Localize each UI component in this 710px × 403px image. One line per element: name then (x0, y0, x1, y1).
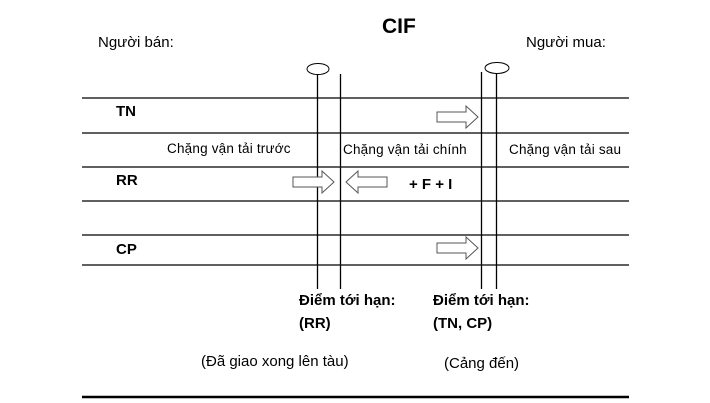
row-label-cp: CP (116, 241, 137, 258)
critical-point-seller-title: Điểm tới hạn: (299, 292, 396, 309)
buyer-label: Người mua: (526, 34, 606, 51)
critical-point-buyer-items: (TN, CP) (433, 315, 493, 332)
arrow-right-cp (436, 235, 479, 261)
seller-label: Người bán: (98, 34, 174, 51)
segment-pre-carriage: Chặng vận tải trước (167, 141, 291, 156)
arrow-left-rr (345, 169, 388, 195)
arrow-right-tn (436, 104, 479, 130)
critical-point-buyer-note: (Cảng đến) (444, 355, 520, 372)
critical-point-marker (484, 62, 510, 74)
segment-main-carriage: Chặng vận tải chính (343, 142, 467, 157)
segment-on-carriage: Chặng vận tải sau (509, 142, 622, 157)
critical-point-seller-note: (Đã giao xong lên tàu) (201, 353, 349, 370)
row-label-rr: RR (116, 172, 138, 189)
critical-point-buyer-title: Điểm tới hạn: (433, 292, 530, 309)
diagram-title: CIF (382, 15, 416, 38)
rr-extra-costs: + F + I (409, 176, 453, 193)
row-label-tn: TN (116, 103, 136, 120)
critical-point-marker (306, 63, 330, 75)
critical-point-seller-items: (RR) (299, 315, 331, 332)
arrow-right-rr (292, 169, 335, 195)
